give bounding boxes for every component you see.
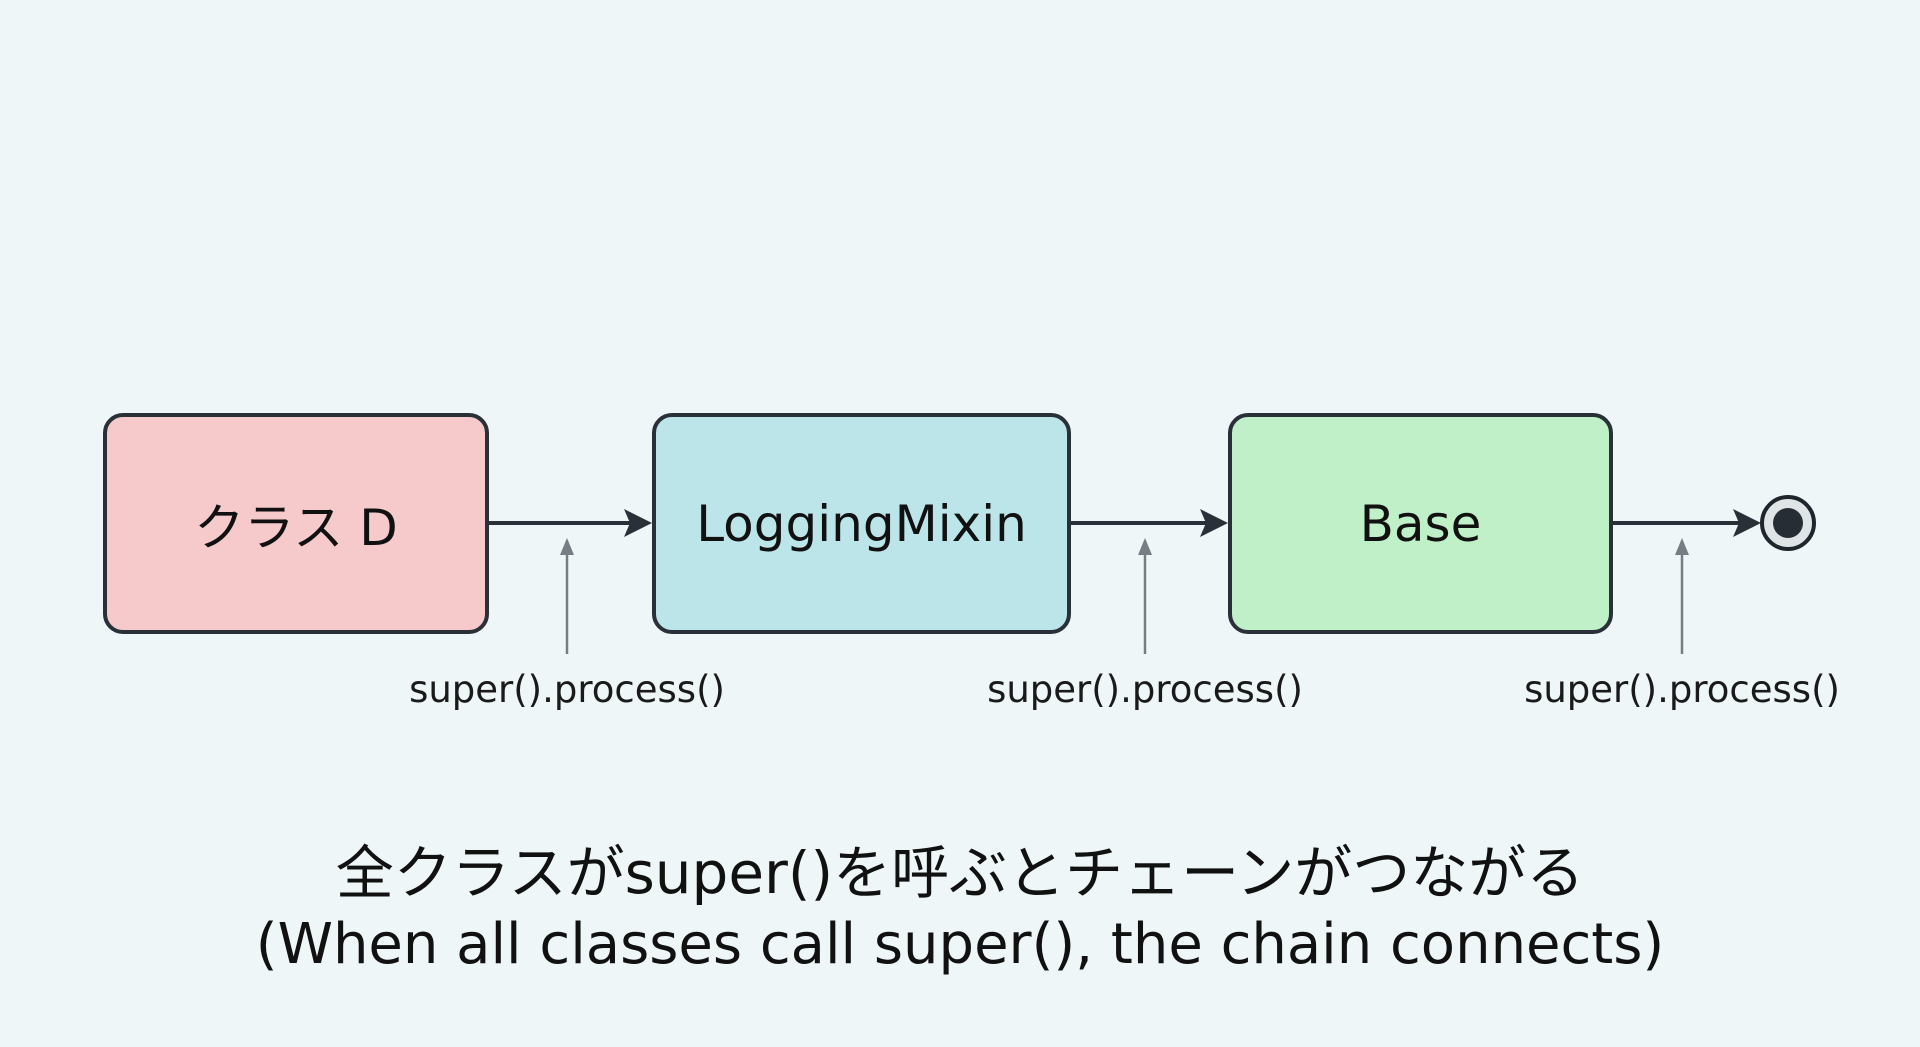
class-node-label: LoggingMixin [696, 494, 1027, 553]
class-node-d: クラス D [103, 413, 489, 634]
class-node-logging-mixin: LoggingMixin [652, 413, 1071, 634]
end-state-icon [1760, 495, 1816, 551]
call-label: super().process() [987, 668, 1303, 711]
call-label: super().process() [409, 668, 725, 711]
call-label: super().process() [1524, 668, 1840, 711]
flow-arrow-mixin-to-base [1071, 509, 1228, 537]
class-node-label: クラス D [194, 498, 398, 557]
class-node-base: Base [1228, 413, 1613, 634]
caption-japanese: 全クラスがsuper()を呼ぶとチェーンがつながる [335, 839, 1585, 907]
flow-arrow-base-to-end [1613, 509, 1761, 537]
call-pointer-1 [560, 538, 574, 654]
call-pointer-2 [1138, 538, 1152, 654]
caption-english: (When all classes call super(), the chai… [255, 912, 1665, 977]
call-pointer-3 [1675, 538, 1689, 654]
class-node-label: Base [1359, 494, 1482, 553]
flow-arrow-d-to-mixin [489, 509, 652, 537]
